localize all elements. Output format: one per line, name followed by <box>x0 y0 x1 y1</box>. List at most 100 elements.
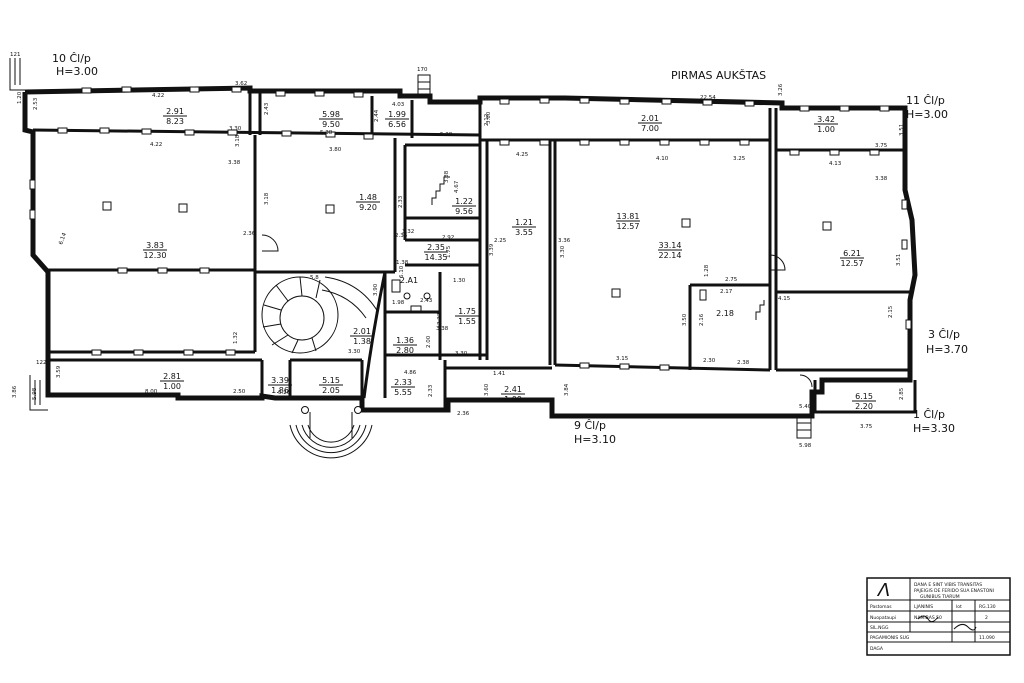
room-number: 6.21 <box>843 249 861 258</box>
room-label: 1.362.80 <box>393 336 417 355</box>
pillar <box>681 218 691 228</box>
room-label: 3.391.86 <box>268 376 292 395</box>
dimension-label: 3.38 <box>228 160 241 166</box>
window <box>29 209 36 220</box>
window <box>879 105 890 112</box>
dimension-label: 1.98 <box>392 300 405 306</box>
window <box>499 98 510 105</box>
window <box>57 127 68 134</box>
window <box>275 90 286 97</box>
dimension-label: 3.75 <box>875 143 888 149</box>
dimension-label: 0.26 <box>278 390 291 396</box>
room-label: 2.18 <box>716 309 734 318</box>
dimension-label: 3.51 <box>899 124 905 136</box>
dimension-label: 3.60 <box>486 111 492 124</box>
room-number: 5.15 <box>322 376 340 385</box>
small-staircase <box>9 58 812 439</box>
entrance-label: 11 Ĉl/p <box>906 94 945 107</box>
entrance-height: H=3.70 <box>926 343 968 356</box>
room-label: 2.411.09 <box>501 385 525 404</box>
window <box>789 149 800 156</box>
window <box>901 199 908 210</box>
pillar <box>102 201 112 211</box>
dimension-label: 2.85 <box>899 387 905 400</box>
dimension-label: 2.30 <box>703 358 716 364</box>
dimension-label: 2.36 <box>457 411 470 417</box>
dimension-label: 2.75 <box>725 277 738 283</box>
title-block-cell: NAMIBAS 50 <box>914 615 942 621</box>
dimension-label: 4.22 <box>152 93 164 99</box>
window <box>184 129 195 136</box>
window <box>579 139 590 146</box>
title-block-header: GUNIBUS TIARUM <box>920 594 960 600</box>
dimension-label: 2.44 <box>374 109 380 122</box>
plan-title: PIRMAS AUKŠTAS <box>671 69 766 82</box>
entrance-steps <box>289 406 373 459</box>
dimension-label: 5.38 <box>320 130 333 136</box>
wc-fixtures <box>391 279 431 312</box>
window <box>499 139 510 146</box>
room-area: 6.56 <box>388 120 406 129</box>
dimension-label: 2.36 <box>395 233 408 239</box>
dimension-label: 3.50 <box>682 313 688 326</box>
dimension-label: 3.25 <box>733 156 746 162</box>
room-area: 1.00 <box>817 125 835 134</box>
exterior-walls <box>22 85 918 419</box>
entrance-height: H=3.10 <box>574 433 616 446</box>
dimension-label: 1.30 <box>453 278 466 284</box>
dimension-label: 5.98 <box>32 387 38 400</box>
dimension-label: 3.84 <box>564 383 570 396</box>
dimension-label: 3.62 <box>235 81 247 87</box>
title-block: Λ DANA E SINT VIBIS TRANSITAS PAJEIGIS D… <box>866 577 1011 656</box>
dimension-label: 1.20 <box>17 91 23 104</box>
title-block-cell: PAGAMIONIS SUG <box>870 635 910 641</box>
dimension-label: 3.86 <box>12 385 18 398</box>
room-label: 2.A1 <box>400 276 418 285</box>
title-block-cell: LJANINIS <box>914 604 933 610</box>
dimension-label: 1.38 <box>396 260 409 266</box>
window <box>314 90 325 97</box>
window <box>579 362 590 369</box>
room-area: 2.05 <box>322 386 340 395</box>
title-block-cell: SIL.NGG <box>870 625 889 631</box>
window <box>227 129 238 136</box>
dimension-label: 5.98 <box>799 443 812 449</box>
room-label: 3.421.00 <box>814 115 838 134</box>
room-area: 9.56 <box>455 207 473 216</box>
dimension-label: 3.30 <box>229 126 242 132</box>
signature <box>953 623 977 631</box>
room-number: 1.36 <box>396 336 414 345</box>
dimension-label: 3.30 <box>348 349 361 355</box>
dimension-label: 2.12 <box>484 114 490 126</box>
pillars <box>102 201 832 298</box>
room-area: 8.23 <box>166 117 184 126</box>
room-number: 1.22 <box>455 197 473 206</box>
room-area: 14.35 <box>425 253 448 262</box>
dimension-label: 2.53 <box>33 97 39 110</box>
dimension-label: 3.32 <box>402 229 414 235</box>
window <box>141 128 152 135</box>
window <box>281 130 292 137</box>
room-label: 1.996.56 <box>385 110 409 129</box>
room-number: 5.98 <box>322 110 340 119</box>
dimension-label: 3.60 <box>484 383 490 396</box>
doors <box>261 234 813 388</box>
window <box>659 364 670 371</box>
dimension-label: 2.43 <box>264 102 270 115</box>
dimension-label: 8.00 <box>145 389 158 395</box>
windows <box>29 86 912 371</box>
window <box>121 86 132 93</box>
title-block-cell: 2 <box>985 615 988 621</box>
window <box>117 267 128 274</box>
room-area: 1.38 <box>353 337 371 346</box>
dimension-label: 2.17 <box>720 289 733 295</box>
entrance-label: 1 Ĉl/p <box>913 408 945 421</box>
dimension-label: 3.33 <box>437 312 443 325</box>
room-label: 2.017.00 <box>638 114 662 133</box>
dimension-label: 2.25 <box>494 238 507 244</box>
dimension-label: 5.40 <box>799 404 812 410</box>
dimension-label: 4.03 <box>392 102 405 108</box>
window <box>905 319 912 330</box>
